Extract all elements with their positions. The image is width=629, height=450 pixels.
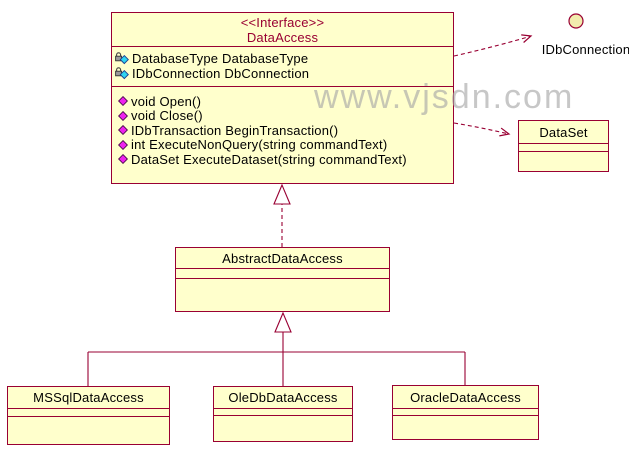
method-text: int ExecuteNonQuery(string commandText) xyxy=(131,137,388,153)
attributes-compartment-empty xyxy=(176,268,389,278)
interface-header: <<Interface>> DataAccess xyxy=(112,13,453,46)
method-row: IDbTransaction BeginTransaction() xyxy=(118,123,453,138)
method-row: DataSet ExecuteDataset(string commandTex… xyxy=(118,152,453,167)
attribute-text: IDbConnection DbConnection xyxy=(132,66,310,81)
attributes-compartment-empty xyxy=(393,408,538,415)
methods-compartment: void Open() void Close() IDbTransaction … xyxy=(112,86,453,183)
attribute-text: DatabaseType DatabaseType xyxy=(132,51,309,66)
methods-compartment-empty xyxy=(176,278,389,311)
attributes-compartment-empty xyxy=(519,143,608,151)
methods-compartment-empty xyxy=(8,416,169,444)
operation-icon xyxy=(118,110,128,121)
class-box-dataset: DataSet xyxy=(518,120,609,172)
method-text: void Close() xyxy=(131,108,203,124)
methods-compartment-empty xyxy=(214,415,352,441)
class-box-abstractdataaccess: AbstractDataAccess xyxy=(175,247,390,312)
class-name: DataSet xyxy=(539,124,588,140)
operation-icon xyxy=(118,154,128,165)
operation-icon xyxy=(118,125,128,136)
method-row: void Close() xyxy=(118,108,453,124)
class-box-oledbdataaccess: OleDbDataAccess xyxy=(213,386,353,442)
class-name: OleDbDataAccess xyxy=(228,390,338,405)
method-text: void Open() xyxy=(131,93,202,109)
method-text: IDbTransaction BeginTransaction() xyxy=(131,122,339,138)
methods-compartment-empty xyxy=(519,151,608,171)
method-row: void Open() xyxy=(118,94,453,109)
locked-property-icon xyxy=(115,67,129,80)
class-box-dataaccess-interface: <<Interface>> DataAccess DatabaseType Da… xyxy=(111,12,454,184)
method-row: int ExecuteNonQuery(string commandText) xyxy=(118,137,453,153)
attributes-compartment: DatabaseType DatabaseType IDbConnection … xyxy=(112,46,453,86)
interface-stereotype: <<Interface>> xyxy=(240,15,325,30)
dependency-arrow-idbconnection xyxy=(453,34,533,57)
generalization-triangle-icon xyxy=(274,311,292,333)
attributes-compartment-empty xyxy=(214,408,352,415)
method-text: DataSet ExecuteDataset(string commandTex… xyxy=(131,151,407,167)
class-box-oracledataaccess: OracleDataAccess xyxy=(392,385,539,440)
class-name: MSSqlDataAccess xyxy=(33,390,144,405)
attributes-compartment-empty xyxy=(8,408,169,416)
dependency-arrow-dataset xyxy=(453,122,511,137)
attribute-row: IDbConnection DbConnection xyxy=(115,66,453,81)
class-name: OracleDataAccess xyxy=(410,389,521,405)
operation-icon xyxy=(118,96,128,107)
class-box-mssqldataaccess: MSSqlDataAccess xyxy=(7,386,170,445)
interface-name: DataAccess xyxy=(246,30,319,45)
attribute-row: DatabaseType DatabaseType xyxy=(115,51,453,66)
lollipop-interface-label: IDbConnection xyxy=(541,42,629,57)
operation-icon xyxy=(118,139,128,150)
realization-triangle-icon xyxy=(273,183,291,205)
class-name: AbstractDataAccess xyxy=(222,250,343,266)
methods-compartment-empty xyxy=(393,415,538,439)
lollipop-interface-circle xyxy=(568,13,584,29)
locked-property-icon xyxy=(115,52,129,65)
